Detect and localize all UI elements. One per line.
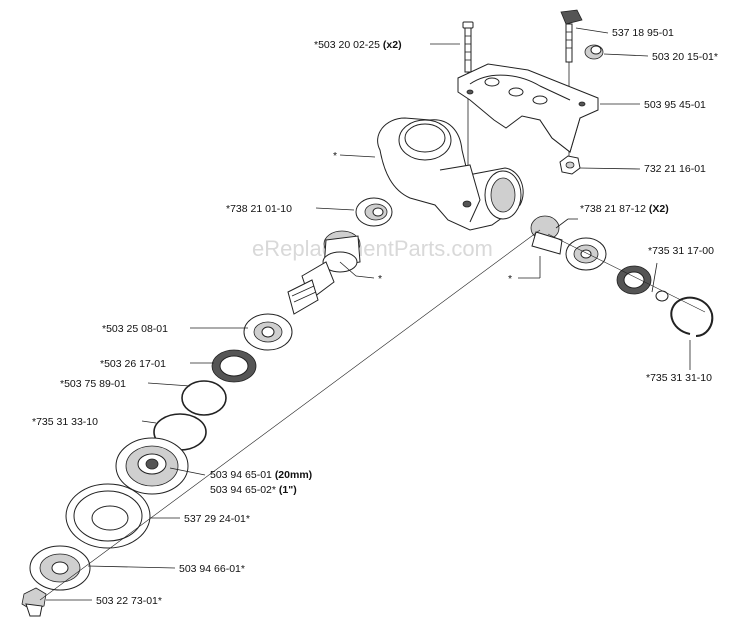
bevel-gear-small-part bbox=[530, 215, 563, 255]
washer-lower-part bbox=[29, 545, 91, 591]
bearing-lower-part bbox=[243, 313, 293, 351]
plug-part bbox=[584, 44, 604, 60]
label-735-31-17-00: *735 31 17-00 bbox=[648, 245, 714, 257]
label-537-18-95-01: 537 18 95-01 bbox=[612, 27, 674, 39]
label-503-22-73-01: 503 22 73-01* bbox=[96, 595, 162, 607]
label-503-94-65-01: 503 94 65-01 (20mm) bbox=[210, 469, 312, 481]
washer-small-part bbox=[655, 290, 669, 302]
leader-lines bbox=[46, 27, 691, 601]
label-503-25-08-01: *503 25 08-01 bbox=[102, 323, 168, 335]
label-732-21-16-01: 732 21 16-01 bbox=[644, 163, 706, 175]
bearing-upper-part bbox=[355, 197, 393, 227]
watermark: eReplacementParts.com bbox=[252, 236, 493, 261]
circlip-upper-part bbox=[181, 380, 227, 416]
label-bevel-gear-large: * bbox=[378, 273, 382, 285]
label-screw-top: *503 20 02-25 (x2) bbox=[314, 39, 402, 51]
label-503-94-66-01: 503 94 66-01* bbox=[179, 563, 245, 575]
label-503-26-17-01: *503 26 17-01 bbox=[100, 358, 166, 370]
seal-lower-part bbox=[211, 349, 257, 383]
label-735-31-33-10: *735 31 33-10 bbox=[32, 416, 98, 428]
label-503-94-65-02: 503 94 65-02* (1") bbox=[210, 484, 297, 496]
label-bevel-gear-small: * bbox=[508, 273, 512, 285]
label-738-21-01-10: *738 21 01-10 bbox=[226, 203, 292, 215]
drive-disc-part bbox=[115, 437, 189, 495]
label-738-21-87-12: *738 21 87-12 (X2) bbox=[580, 203, 669, 215]
nut-lower-part bbox=[21, 587, 47, 617]
seal-right-part bbox=[616, 265, 652, 295]
bearing-right-part bbox=[565, 237, 607, 271]
label-gear-housing: * bbox=[333, 150, 337, 162]
gear-housing-part bbox=[377, 117, 524, 231]
label-503-20-15-01: 503 20 15-01* bbox=[652, 51, 718, 63]
clamp-bracket-part bbox=[457, 63, 599, 153]
label-735-31-31-10: *735 31 31-10 bbox=[646, 372, 712, 384]
circlip-right-part bbox=[670, 296, 714, 337]
label-503-75-89-01: *503 75 89-01 bbox=[60, 378, 126, 390]
label-503-95-45-01: 503 95 45-01 bbox=[644, 99, 706, 111]
support-cup-part bbox=[65, 483, 151, 549]
nut-part bbox=[559, 155, 581, 175]
label-537-29-24-01: 537 29 24-01* bbox=[184, 513, 250, 525]
